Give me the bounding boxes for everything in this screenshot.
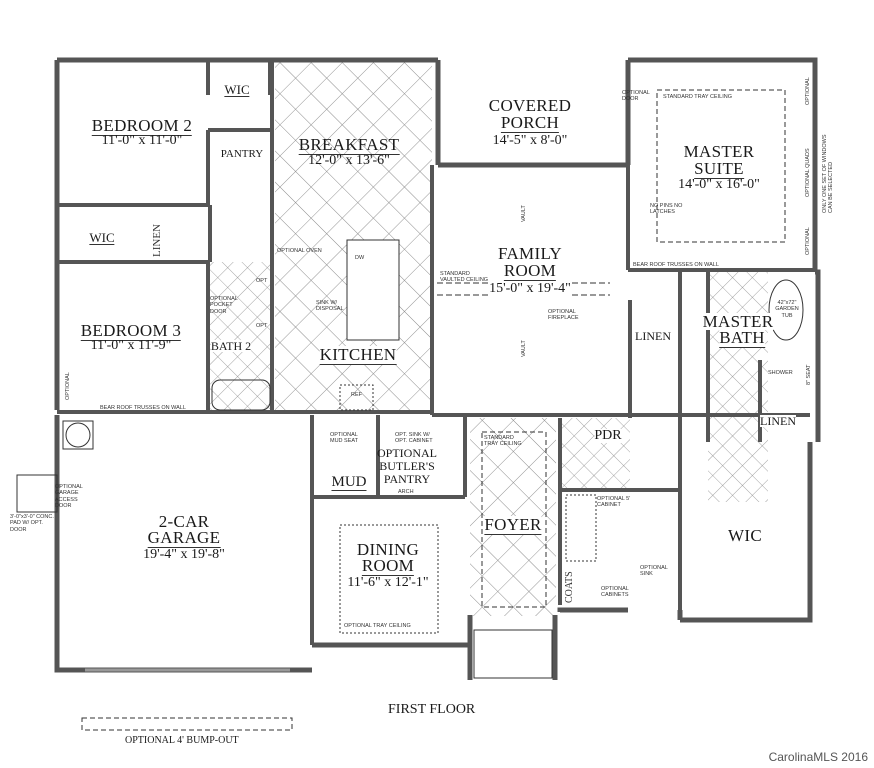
note-optional-5-cabinet: OPTIONAL 5' CABINET [597, 496, 631, 509]
note-bear-trusses-right: BEAR ROOF TRUSSES ON WALL [633, 262, 719, 268]
room-name-master-bath-1: MASTER [702, 312, 774, 331]
room-name-garage-2: GARAGE [147, 528, 221, 548]
room-name-dining-2: ROOM [361, 556, 415, 576]
note-optional-sink: OPTIONAL SINK [640, 565, 668, 578]
room-name-linen-hall: LINEN [151, 224, 163, 257]
room-name-linen-bath: LINEN [760, 414, 796, 428]
room-name-wic-2: WIC [89, 230, 115, 245]
room-name-butlers-3: PANTRY [383, 472, 431, 486]
foyer-tray-ceiling [481, 431, 547, 608]
garage-bump-out [81, 717, 293, 731]
refrigerator [339, 384, 374, 411]
master-tray-ceiling [656, 89, 786, 243]
room-name-bedroom2: BEDROOM 2 [91, 116, 193, 136]
room-name-linen-master: LINEN [635, 329, 671, 343]
room-name-covered-porch-1: COVERED [488, 96, 572, 115]
room-dims-garage: 19'-4" x 19'-8" [143, 547, 225, 562]
room-name-wic-master: WIC [728, 526, 762, 545]
note-bump-out: OPTIONAL 4' BUMP-OUT [125, 735, 239, 746]
room-name-pantry: PANTRY [220, 148, 264, 160]
note-vault-1: VAULT [521, 205, 527, 222]
room-dims-bedroom2: 11'-0" x 11'-0" [101, 133, 183, 148]
note-optional-fireplace: OPTIONAL FIREPLACE [548, 309, 579, 322]
note-opt-2: OPT [256, 323, 268, 329]
note-opt-sink-cabinet: OPT. SINK W/ OPT. CABINET [395, 432, 433, 445]
note-conc-pad: 3'-0"x3'-0" CONC. PAD W/ OPT. DOOR [10, 514, 54, 533]
room-name-master-suite-1: MASTER [683, 142, 755, 161]
conc-pad [16, 474, 58, 513]
note-sink-disposal: SINK W/ DISPOSAL [316, 300, 344, 313]
entry-porch [473, 629, 553, 679]
note-optional-oven: OPTIONAL OVEN [277, 248, 322, 254]
note-no-pins: NO PINS NO LATCHES [650, 203, 683, 216]
bathtub [211, 379, 271, 411]
dining-tray-ceiling [339, 524, 439, 634]
note-garage-access-door: OPTIONAL GARAGE ACCESS DOOR [55, 484, 83, 509]
interior-walls [57, 60, 815, 645]
note-bear-trusses-left: BEAR ROOF TRUSSES ON WALL [100, 405, 186, 411]
note-optional-window: OPTIONAL [65, 372, 71, 400]
watermark: CarolinaMLS 2016 [768, 750, 868, 764]
note-ref: REF [351, 392, 362, 398]
room-dims-covered-porch: 14'-5" x 8'-0" [492, 133, 568, 148]
room-name-master-bath-2: BATH [719, 328, 765, 348]
note-shower: SHOWER [768, 370, 793, 376]
note-standard-tray-foyer: STANDARD TRAY CEILING [484, 435, 522, 448]
note-optional-cabinets: OPTIONAL CABINETS [601, 586, 629, 599]
note-optional-right-2: OPTIONAL [805, 227, 811, 255]
room-dims-dining: 11'-6" x 12'-1" [347, 575, 429, 590]
room-name-butlers-2: BUTLER'S [379, 459, 435, 473]
room-name-bath2: BATH 2 [210, 339, 252, 353]
note-vault-2: VAULT [521, 340, 527, 357]
room-name-kitchen: KITCHEN [319, 345, 397, 365]
floor-title: FIRST FLOOR [388, 702, 476, 717]
room-dims-bedroom3: 11'-0" x 11'-9" [90, 338, 172, 353]
room-name-family-2: ROOM [503, 261, 557, 281]
room-name-dining-1: DINING [356, 540, 420, 559]
note-optional-door: OPTIONAL DOOR [622, 90, 650, 103]
note-optional-tray-dining: OPTIONAL TRAY CEILING [344, 623, 411, 629]
note-optional-quads: OPTIONAL QUADS [805, 148, 811, 197]
note-garden-tub: 42"x72" GARDEN TUB [775, 300, 799, 319]
room-name-covered-porch-2: PORCH [500, 113, 560, 133]
note-standard-vaulted: STANDARD VAULTED CEILING [440, 271, 489, 284]
room-name-family-1: FAMILY [497, 244, 563, 263]
room-name-butlers-1: OPTIONAL [377, 446, 437, 460]
room-name-master-suite-2: SUITE [694, 159, 744, 179]
room-dims-family: 15'-0" x 19'-4" [489, 281, 571, 296]
note-pocket-door: OPTIONAL POCKET DOOR [210, 296, 238, 315]
room-name-breakfast: BREAKFAST [298, 135, 400, 155]
note-seat: 8" SEAT [806, 364, 812, 386]
room-name-mud: MUD [331, 474, 367, 491]
note-arch: ARCH [398, 489, 414, 495]
room-dims-master-suite: 14'-0" x 16'-0" [678, 177, 760, 192]
room-name-coats: COATS [564, 571, 575, 603]
garden-tub [768, 279, 804, 341]
room-name-garage-1: 2-CAR [158, 512, 210, 531]
note-optional-right-1: OPTIONAL [805, 77, 811, 105]
room-dims-breakfast: 12'-0" x 13'-6" [308, 153, 390, 168]
note-standard-tray-master: STANDARD TRAY CEILING [663, 94, 732, 100]
note-opt-1: OPT [256, 278, 268, 284]
room-name-bedroom3: BEDROOM 3 [80, 321, 182, 341]
bath2-tile [208, 262, 272, 412]
note-dw: DW [355, 255, 365, 261]
room-name-pdr: PDR [594, 428, 622, 443]
note-optional-mud-seat: OPTIONAL MUD SEAT [330, 432, 359, 445]
room-name-wic: WIC [224, 82, 250, 97]
laundry-cabinet [565, 494, 597, 562]
note-only-one-set: ONLY ONE SET OF WINDOWS CAN BE SELECTED [822, 134, 835, 213]
garage-water-heater [62, 420, 94, 450]
kitchen-island [346, 239, 400, 341]
room-name-foyer: FOYER [484, 515, 542, 535]
